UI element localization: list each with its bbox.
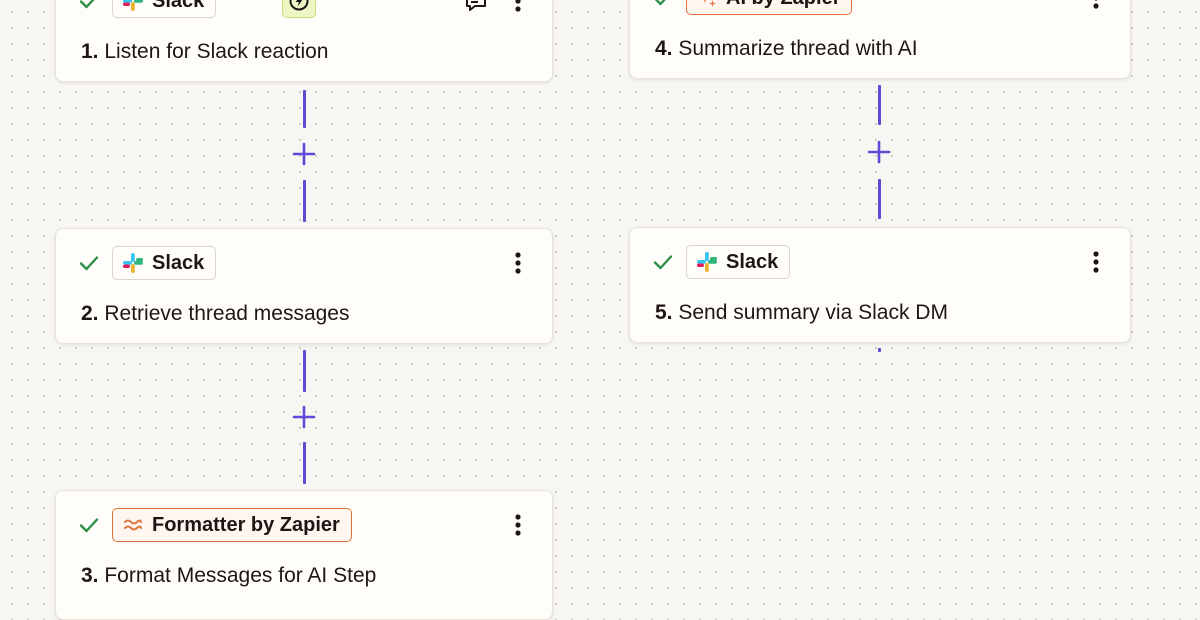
slack-icon <box>123 253 143 273</box>
more-vertical-icon[interactable] <box>508 247 528 279</box>
step-name: Summarize thread with AI <box>678 37 918 60</box>
slack-icon <box>697 252 717 272</box>
step-title: 5. Send summary via Slack DM <box>655 301 948 325</box>
step-header: Slack <box>56 0 552 21</box>
plus-icon <box>292 142 316 166</box>
more-vertical-icon[interactable] <box>508 509 528 541</box>
step-card-3[interactable]: Formatter by Zapier 3. Format Messages f… <box>55 490 553 620</box>
step-number: 3. <box>81 564 99 587</box>
step-card-4[interactable]: AI by Zapier 4. Summarize thread with AI <box>629 0 1131 79</box>
trigger-badge <box>282 0 316 18</box>
formatter-icon <box>124 519 142 531</box>
step-title: 1. Listen for Slack reaction <box>81 40 328 64</box>
more-vertical-icon[interactable] <box>1086 246 1106 278</box>
add-step-button[interactable] <box>284 140 324 168</box>
app-chip-formatter[interactable]: Formatter by Zapier <box>112 508 352 542</box>
step-name: Format Messages for AI Step <box>104 564 377 587</box>
connector-line <box>303 90 306 128</box>
step-card-1[interactable]: Slack 1. Listen for Slack reaction <box>55 0 553 82</box>
app-chip-label: Slack <box>152 251 205 274</box>
step-number: 2. <box>81 302 99 325</box>
step-connector-end <box>859 348 899 354</box>
connector-line <box>303 350 306 392</box>
step-number: 5. <box>655 301 673 324</box>
lightning-icon <box>289 0 309 11</box>
more-vertical-icon[interactable] <box>508 0 528 17</box>
slack-icon <box>123 0 143 11</box>
zap-editor-canvas: Slack 1. Listen for Slack reaction <box>55 0 1131 620</box>
connector-line <box>303 442 306 484</box>
connector-line <box>878 85 881 125</box>
app-chip-slack[interactable]: Slack <box>112 246 217 280</box>
step-name: Listen for Slack reaction <box>104 40 329 63</box>
check-icon <box>654 0 666 6</box>
step-header: AI by Zapier <box>630 0 1130 18</box>
app-chip-label: Slack <box>726 250 779 273</box>
step-number: 1. <box>81 40 99 63</box>
plus-icon <box>867 140 891 164</box>
connector-line <box>878 179 881 219</box>
check-icon <box>79 0 95 9</box>
step-title: 2. Retrieve thread messages <box>81 302 349 326</box>
connector-line <box>878 348 881 352</box>
add-step-button[interactable] <box>284 403 324 431</box>
step-number: 4. <box>655 37 673 60</box>
step-header: Slack <box>630 242 1130 282</box>
step-header: Slack <box>56 243 552 283</box>
step-card-2[interactable]: Slack 2. Retrieve thread messages <box>55 228 553 344</box>
plus-icon <box>292 405 316 429</box>
step-connector <box>284 350 324 486</box>
app-chip-label: Formatter by Zapier <box>152 513 340 536</box>
step-title: 3. Format Messages for AI Step <box>81 564 376 588</box>
step-name: Send summary via Slack DM <box>678 301 948 324</box>
app-chip-slack[interactable]: Slack <box>686 245 791 279</box>
app-chip-label: Slack <box>152 0 205 12</box>
app-chip-slack[interactable]: Slack <box>112 0 217 18</box>
step-name: Retrieve thread messages <box>104 302 350 325</box>
app-chip-label: AI by Zapier <box>726 0 840 10</box>
step-header: Formatter by Zapier <box>56 505 552 545</box>
ai-sparkle-icon <box>704 0 716 7</box>
step-connector <box>859 85 899 219</box>
note-icon[interactable] <box>462 0 490 15</box>
add-step-button[interactable] <box>859 138 899 166</box>
step-title: 4. Summarize thread with AI <box>655 37 918 61</box>
step-connector <box>284 90 324 222</box>
check-icon <box>79 518 99 533</box>
step-card-5[interactable]: Slack 5. Send summary via Slack DM <box>629 227 1131 343</box>
connector-line <box>303 180 306 222</box>
app-chip-ai[interactable]: AI by Zapier <box>686 0 853 15</box>
check-icon <box>653 255 673 270</box>
more-vertical-icon[interactable] <box>1086 0 1106 14</box>
check-icon <box>79 256 99 271</box>
